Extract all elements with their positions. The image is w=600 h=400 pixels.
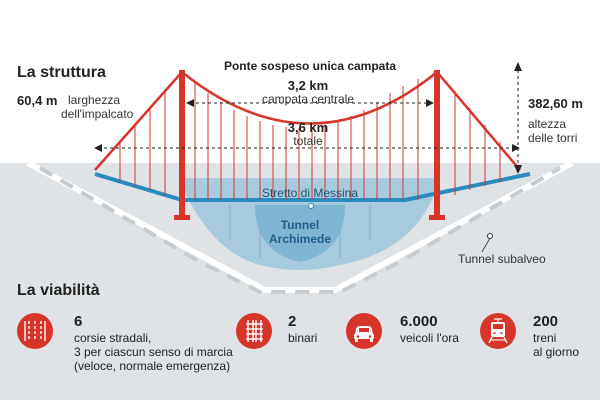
main-cable — [94, 70, 521, 171]
train-icon — [480, 313, 516, 349]
total-label: totale — [293, 134, 323, 148]
tunnel-label-1: Tunnel — [280, 218, 320, 232]
span-arrow — [98, 102, 516, 149]
trains-line-2: al giorno — [533, 345, 580, 359]
span-label: campata centrale — [261, 92, 355, 106]
structure-title: La struttura — [17, 64, 106, 81]
height-label-1: altezza — [528, 117, 567, 131]
rail-tracks-icon — [236, 313, 272, 349]
total-value: 3,6 km — [287, 120, 329, 135]
vehicles-line-1: veicoli l'ora — [400, 331, 459, 345]
car-icon — [346, 313, 382, 349]
left-tower — [179, 70, 185, 220]
bridge-title: Ponte sospeso unica campata — [223, 59, 397, 73]
hangers — [119, 79, 501, 200]
tunnel-archimede — [255, 205, 345, 262]
width-label-2: dell'impalcato — [61, 107, 134, 121]
tracks-value: 2 — [288, 313, 297, 330]
lanes-line-3: (veloce, normale emergenza) — [74, 359, 231, 373]
lanes-line-1: corsie stradali, — [74, 331, 152, 345]
width-label-1: larghezza — [68, 93, 121, 107]
span-value: 3,2 km — [287, 78, 329, 93]
viability-title: La viabilità — [17, 282, 100, 299]
strait-label: Stretto di Messina — [261, 186, 359, 200]
vehicles-value: 6.000 — [400, 313, 438, 330]
road-lanes-icon — [17, 313, 53, 349]
trains-line-1: treni — [533, 331, 557, 345]
tunnel-subalveo-line — [38, 166, 562, 294]
trains-value: 200 — [533, 313, 559, 330]
tunnel-label-2: Archimede — [268, 232, 332, 246]
tracks-line-1: binari — [288, 331, 318, 345]
subalveo-label: Tunnel subalveo — [458, 252, 546, 266]
height-value: 382,60 m — [528, 96, 583, 111]
ground-cross-section — [0, 163, 600, 400]
height-label-2: delle torri — [528, 131, 578, 145]
right-tower — [434, 70, 440, 220]
lanes-value: 6 — [74, 313, 83, 330]
bridge-deck — [94, 172, 531, 202]
width-value: 60,4 m — [17, 93, 58, 108]
lanes-line-2: 3 per ciascun senso di marcia — [74, 345, 233, 359]
